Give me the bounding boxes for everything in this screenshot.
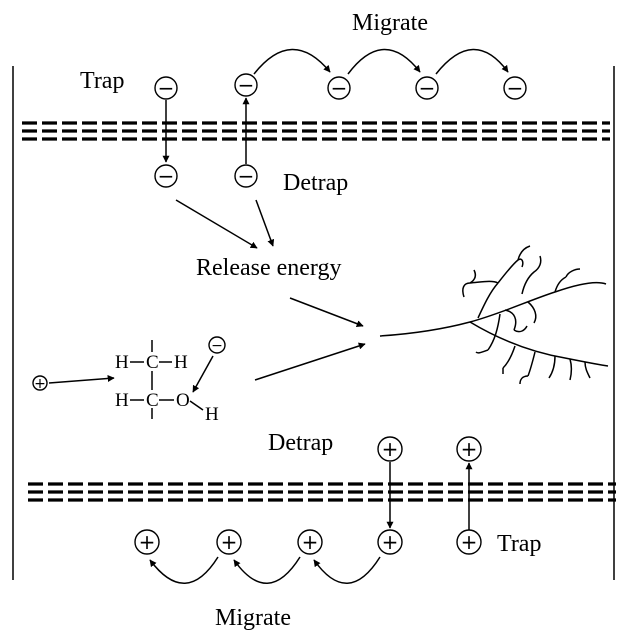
energy-to-tree-arrow xyxy=(289,297,364,328)
svg-text:−: − xyxy=(331,76,348,100)
migrate-top-arc-1 xyxy=(253,48,331,75)
hole-to-molecule-arrow xyxy=(48,374,115,384)
svg-text:+: + xyxy=(302,530,319,554)
hole-migrate-4: + xyxy=(377,529,403,555)
hole-migrate-3: + xyxy=(297,529,323,555)
migrate-bottom-arc-2 xyxy=(233,556,301,584)
detrap-top-label: Detrap xyxy=(283,170,348,196)
electron-detrapped: − xyxy=(234,164,258,188)
hole-migrate-1: + xyxy=(134,529,160,555)
migrate-bottom-arc-1 xyxy=(313,556,381,584)
svg-text:H: H xyxy=(115,352,129,373)
svg-text:+: + xyxy=(461,437,478,461)
hole-migrate-2: + xyxy=(216,529,242,555)
electron-migrate-4: − xyxy=(503,76,527,100)
svg-text:−: − xyxy=(211,338,223,354)
svg-text:−: − xyxy=(238,73,255,97)
bottom-trap-layer xyxy=(28,482,616,502)
svg-text:−: − xyxy=(419,76,436,100)
migrate-top-arc-2 xyxy=(347,48,421,75)
electron-migrate-1: − xyxy=(234,73,258,97)
release-arrow-2 xyxy=(255,199,275,247)
svg-text:H: H xyxy=(205,404,219,425)
svg-text:+: + xyxy=(34,376,46,392)
electron-to-molecule-arrow xyxy=(192,355,214,393)
svg-text:H: H xyxy=(115,390,129,411)
svg-text:−: − xyxy=(507,76,524,100)
svg-text:+: + xyxy=(139,530,156,554)
svg-text:+: + xyxy=(382,437,399,461)
svg-text:H: H xyxy=(174,352,188,373)
release-energy-label: Release energy xyxy=(196,255,342,281)
migrate-top-label: Migrate xyxy=(352,10,428,36)
svg-text:−: − xyxy=(158,164,175,188)
svg-text:−: − xyxy=(238,164,255,188)
svg-text:C: C xyxy=(146,390,159,411)
detrap-bottom-label: Detrap xyxy=(268,430,333,456)
migrate-bottom-arc-3 xyxy=(149,556,219,584)
electrical-tree xyxy=(379,245,609,385)
small-electron: − xyxy=(208,336,226,354)
migrate-top-arc-3 xyxy=(435,48,509,75)
molecule-structure: H C H H C O H xyxy=(115,340,219,425)
migrate-bottom-label: Migrate xyxy=(215,605,291,631)
electron-migrate-3: − xyxy=(415,76,439,100)
svg-text:+: + xyxy=(221,530,238,554)
svg-text:−: − xyxy=(158,76,175,100)
electron-trapped: − xyxy=(154,164,178,188)
electron-migrate-2: − xyxy=(327,76,351,100)
trap-bottom-label: Trap xyxy=(497,531,541,557)
svg-text:+: + xyxy=(461,530,478,554)
molecule-to-tree-arrow xyxy=(254,342,366,381)
hole-trap: + xyxy=(456,529,482,555)
svg-text:+: + xyxy=(382,530,399,554)
electron-trap: − xyxy=(154,76,178,100)
hole-detrap-top: + xyxy=(456,436,482,462)
release-arrow-1 xyxy=(175,199,258,249)
small-hole: + xyxy=(32,375,48,392)
top-trap-layer xyxy=(22,121,610,141)
hole-detrapped: + xyxy=(377,436,403,462)
svg-text:C: C xyxy=(146,352,159,373)
trap-top-label: Trap xyxy=(80,68,124,94)
svg-text:O: O xyxy=(176,390,190,411)
